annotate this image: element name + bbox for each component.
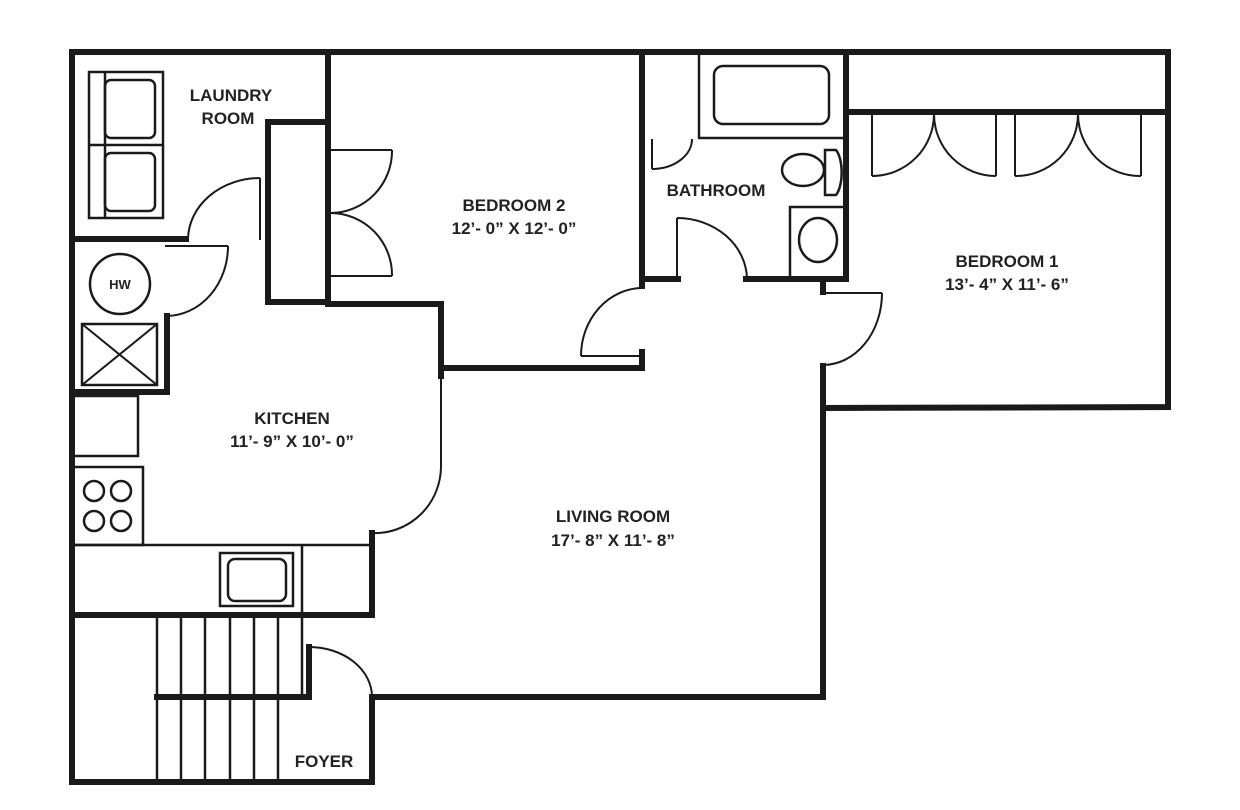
bathroom-sink-icon [788,205,848,281]
counter-lower [72,543,372,615]
living-room-dimensions: 17’- 8” X 11’- 8” [551,531,675,550]
water-heater-icon [88,252,152,316]
living-room-label: LIVING ROOM [556,507,670,526]
kitchen-dimensions: 11’- 9” X 10’- 0” [230,432,354,451]
toilet-icon [780,148,843,197]
door-laundry[interactable] [187,177,261,240]
bathtub-icon [697,52,846,140]
laundry-room-label-line1: LAUNDRY [190,86,273,105]
door-bedroom2-closet[interactable] [330,149,394,277]
door-linen-closet[interactable] [651,138,693,170]
counter-upper [72,394,140,458]
water-heater-label: HW [109,277,131,292]
interior-walls [69,49,849,700]
door-bedroom2[interactable] [580,287,643,357]
door-kitchen[interactable] [371,376,443,535]
bathroom-label: BATHROOM [667,181,766,200]
kitchen-label: KITCHEN [254,409,330,428]
door-hw-closet[interactable] [165,245,229,317]
four-burner-stove-icon [70,465,145,547]
bedroom1-dimensions: 13’- 4” X 11’- 6” [945,275,1069,294]
door-bedroom1[interactable] [822,292,883,366]
door-foyer[interactable] [308,646,373,698]
door-bedroom1-closet[interactable] [871,113,1142,178]
room-labels: LAUNDRY ROOM HW BEDROOM 2 12’- 0” X 12’-… [109,86,1069,771]
bedroom2-label: BEDROOM 2 [463,196,566,215]
kitchen-sink-icon [218,551,295,608]
staircase-icon [155,615,304,782]
bedroom1-label: BEDROOM 1 [956,252,1059,271]
foyer-label: FOYER [295,752,354,771]
laundry-room-label-line2: ROOM [202,109,255,128]
hvac-unit-icon [80,322,159,387]
bedroom2-dimensions: 12’- 0” X 12’- 0” [452,219,577,238]
doors [165,113,1142,698]
stacked-washer-dryer-icon [87,70,165,220]
exterior-walls [69,49,1171,785]
door-bathroom[interactable] [676,217,748,280]
